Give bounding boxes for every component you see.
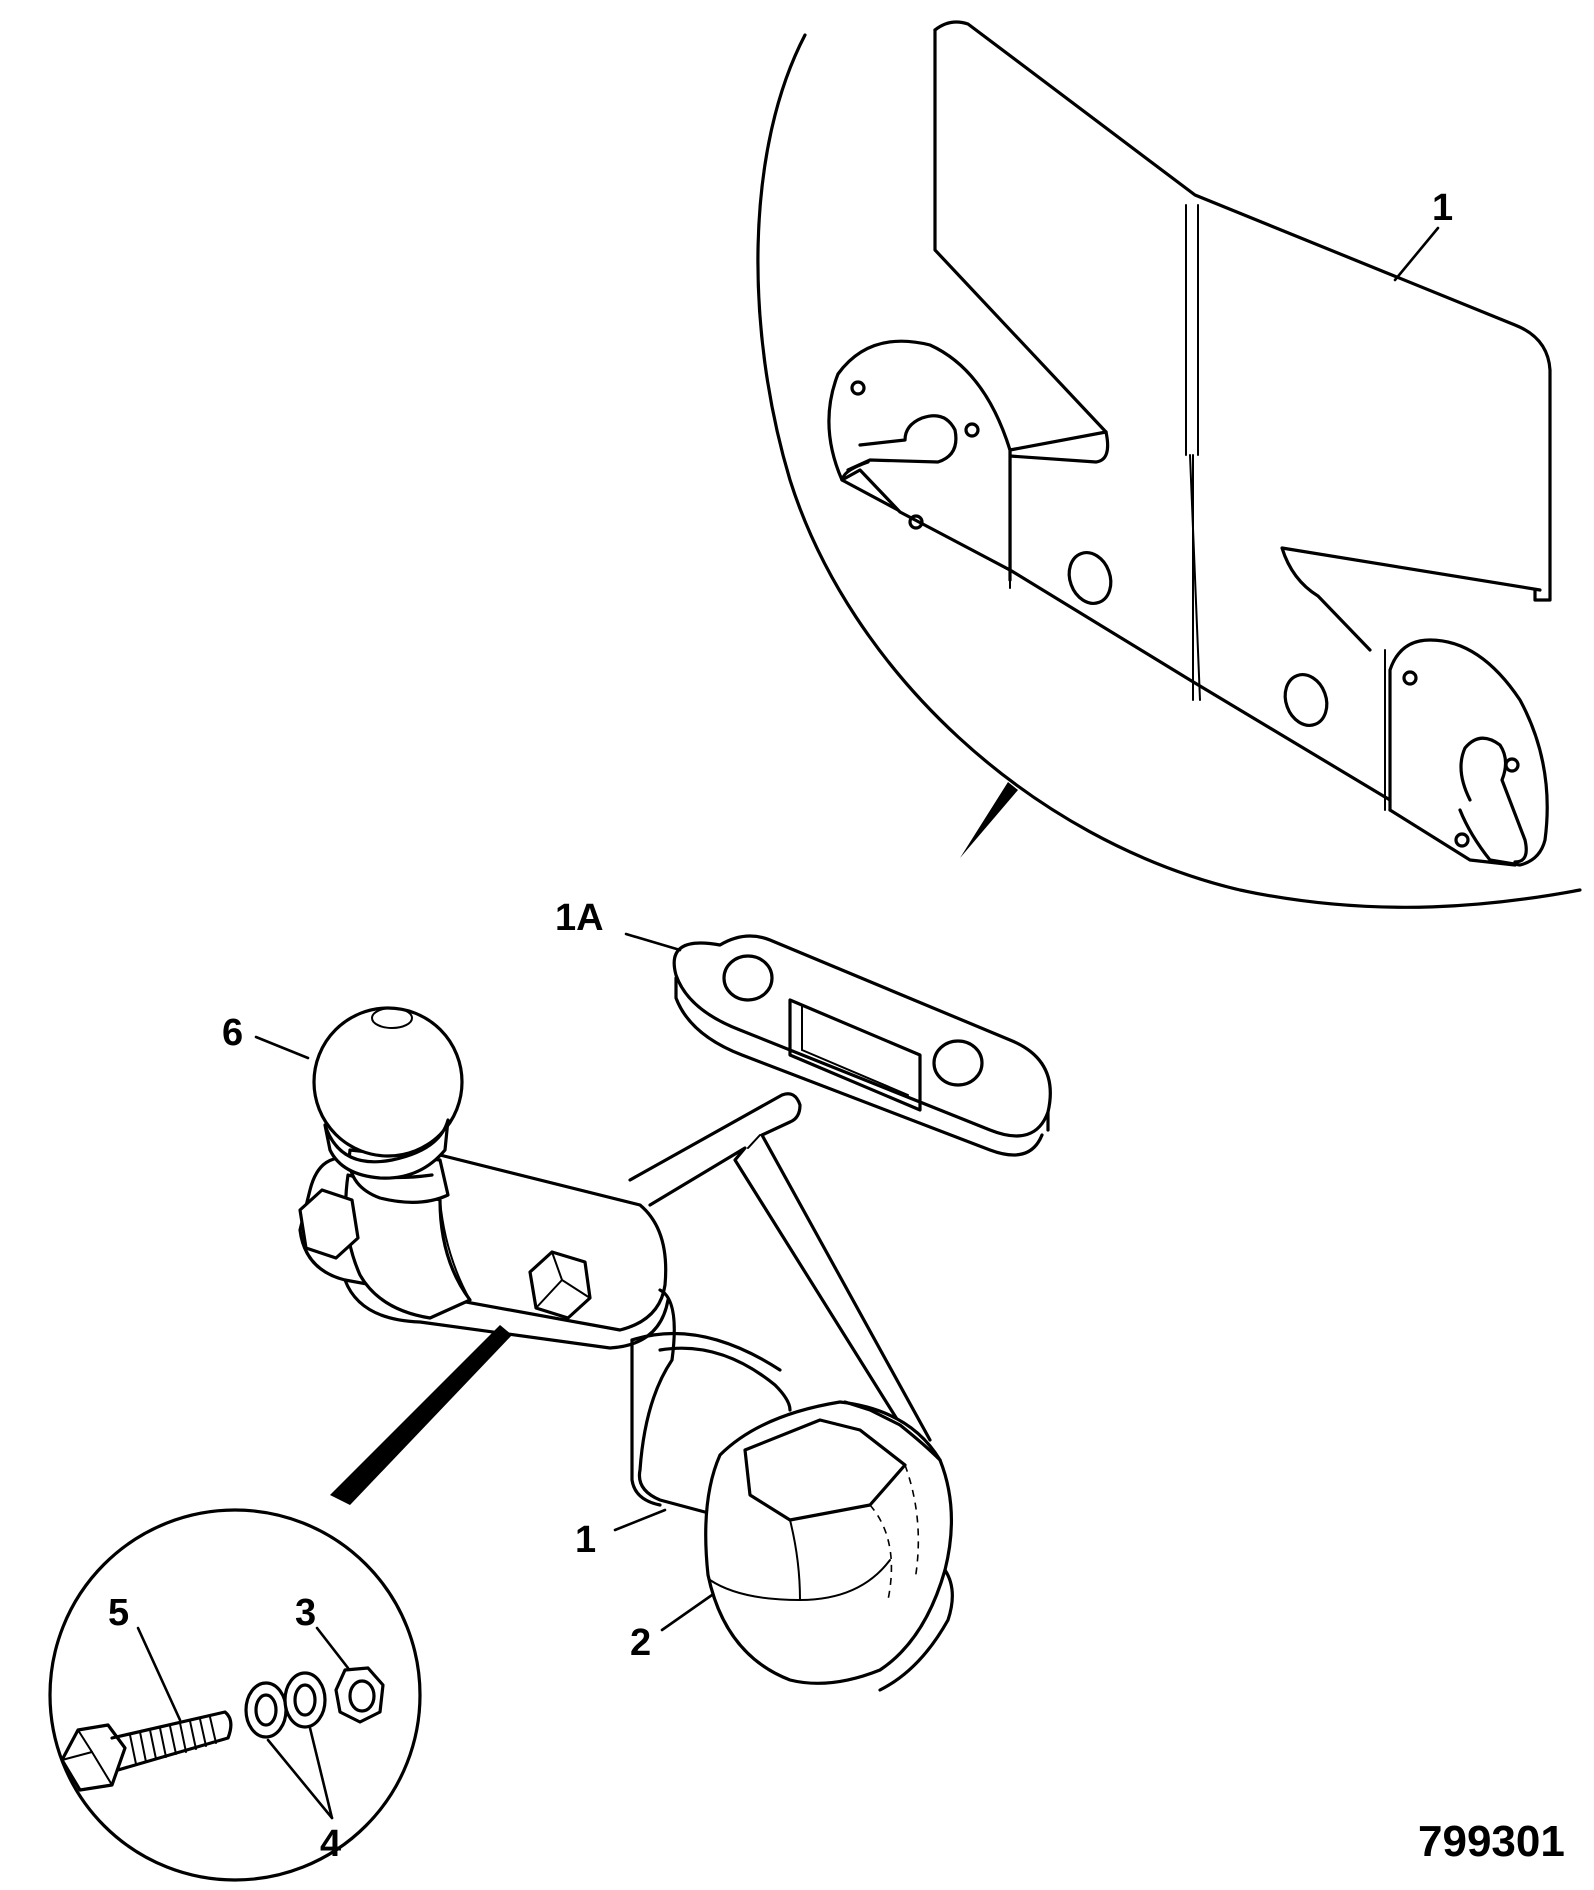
detail-view-bracket <box>756 20 1582 909</box>
tow-bracket-assembly <box>254 1006 954 1692</box>
nut-3 <box>334 1666 385 1724</box>
callout-5: 5 <box>108 1592 129 1634</box>
callout-detail-1: 1 <box>1432 187 1453 229</box>
spacer-plate-1A <box>624 932 1052 1157</box>
callout-6: 6 <box>222 1012 243 1054</box>
callout-4: 4 <box>320 1823 341 1865</box>
detail-view-fasteners <box>48 1508 422 1882</box>
callout-1: 1 <box>575 1519 596 1561</box>
bolt-5 <box>60 1710 233 1792</box>
callout-1A: 1A <box>555 897 604 939</box>
washer-4b <box>283 1671 327 1729</box>
figure-number: 799301 <box>1418 1817 1565 1866</box>
washer-4a <box>244 1681 288 1739</box>
callout-3: 3 <box>295 1592 316 1634</box>
callout-2: 2 <box>630 1622 651 1664</box>
